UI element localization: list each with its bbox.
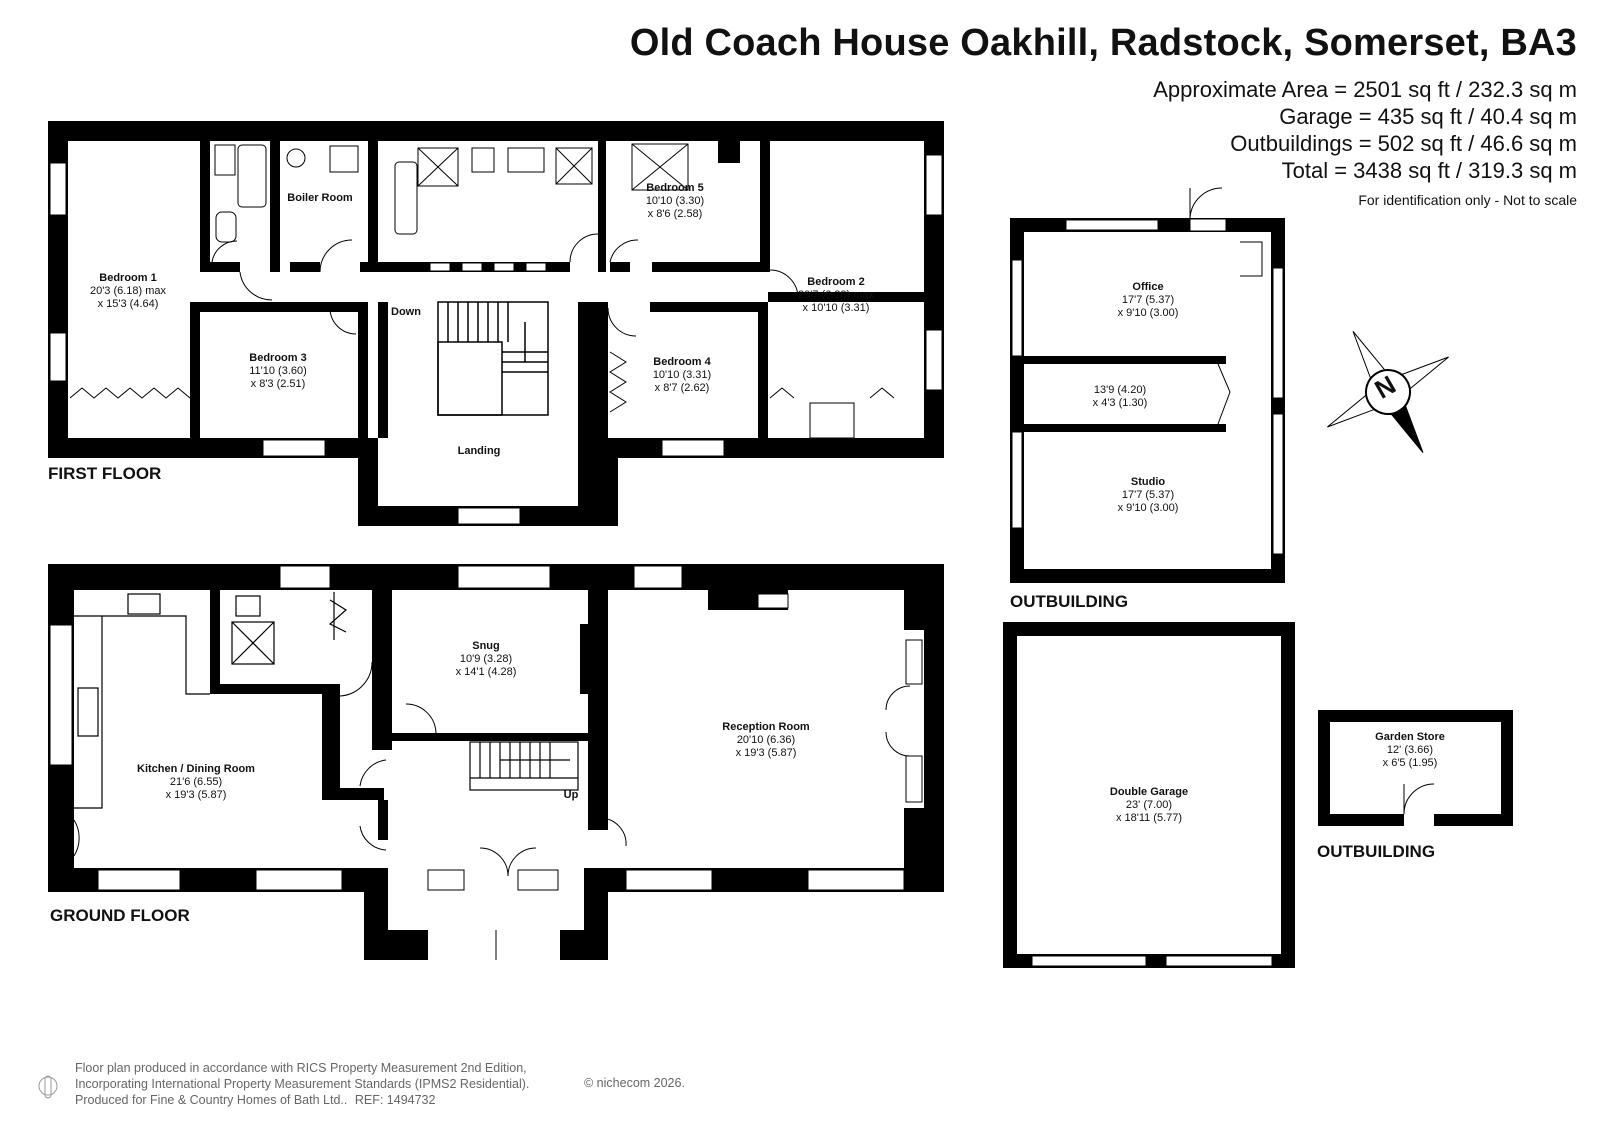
area-garage: Garage = 435 sq ft / 40.4 sq m <box>1279 104 1577 129</box>
room-office: Office 17'7 (5.37)x 9'10 (3.00) <box>1117 281 1179 319</box>
garden-store-walls <box>1318 710 1513 826</box>
first-floor-doors <box>211 233 799 337</box>
label-outbuilding-1: OUTBUILDING <box>1010 592 1129 611</box>
stairs-down-label: Down <box>391 306 421 318</box>
footer-produced-for: Produced for Fine & Country Homes of Bat… <box>75 1093 348 1107</box>
footer-line-1: Floor plan produced in accordance with R… <box>75 1061 527 1075</box>
footer-line-2: Incorporating International Property Mea… <box>75 1077 530 1091</box>
ground-floor-doors <box>73 661 911 960</box>
first-floor-stairs <box>437 301 549 416</box>
label-ground-floor: GROUND FLOOR <box>50 906 190 925</box>
room-bedroom-4: Bedroom 4 10'10 (3.31)x 8'7 (2.62) <box>652 356 712 394</box>
person-icon <box>38 1075 58 1099</box>
room-landing: Landing <box>457 445 501 457</box>
room-snug: Snug 10'9 (3.28)x 14'1 (4.28) <box>455 640 517 678</box>
area-outbuildings: Outbuildings = 502 sq ft / 46.6 sq m <box>1230 131 1577 156</box>
label-outbuilding-2: OUTBUILDING <box>1317 842 1436 861</box>
first-floor-walls <box>48 121 944 526</box>
footer-line-3: Produced for Fine & Country Homes of Bat… <box>75 1092 529 1108</box>
area-approx: Approximate Area = 2501 sq ft / 232.3 sq… <box>1153 77 1577 102</box>
room-bedroom-5: Bedroom 5 10'10 (3.30)x 8'6 (2.58) <box>645 182 705 220</box>
room-garden-store: Garden Store 12' (3.66)x 6'5 (1.95) <box>1375 731 1445 769</box>
ground-floor-stairs <box>469 741 579 791</box>
outbuilding-walls <box>1010 218 1285 583</box>
label-first-floor: FIRST FLOOR <box>48 464 162 483</box>
garden-store-door <box>1403 783 1435 826</box>
wardrobes <box>69 351 895 439</box>
room-bedroom-3: Bedroom 3 11'10 (3.60)x 8'3 (2.51) <box>249 352 307 390</box>
room-store-middle: 13'9 (4.20)x 4'3 (1.30) <box>1092 384 1148 409</box>
room-studio: Studio 17'7 (5.37)x 9'10 (3.00) <box>1117 476 1179 514</box>
garage-doors <box>1031 955 1273 967</box>
area-total: Total = 3438 sq ft / 319.3 sq m <box>1281 158 1577 183</box>
outbuilding-windows <box>1011 218 1284 555</box>
room-boiler: Boiler Room <box>287 192 353 204</box>
ground-floor-windows <box>49 565 923 891</box>
room-kitchen-dining: Kitchen / Dining Room 21'6 (6.55)x 19'3 … <box>137 763 255 801</box>
room-double-garage: Double Garage 23' (7.00)x 18'11 (5.77) <box>1109 786 1189 824</box>
kitchen-units <box>74 592 348 809</box>
outbuilding-doors <box>1189 187 1263 425</box>
area-summary: Approximate Area = 2501 sq ft / 232.3 sq… <box>1153 76 1577 184</box>
stairs-up-label: Up <box>563 789 579 801</box>
ground-floor-walls <box>48 564 944 960</box>
disclaimer: For identification only - Not to scale <box>1358 192 1577 208</box>
footer-note: Floor plan produced in accordance with R… <box>75 1060 529 1108</box>
room-reception: Reception Room 20'10 (6.36)x 19'3 (5.87) <box>722 721 810 759</box>
compass-icon <box>1327 331 1449 453</box>
footer-ref: REF: 1494732 <box>354 1093 436 1107</box>
plan-title: Old Coach House Oakhill, Radstock, Somer… <box>629 22 1577 64</box>
bathroom-fixtures <box>214 143 689 243</box>
first-floor-windows <box>49 154 943 525</box>
footer-copyright: © nichecom 2026. <box>584 1076 685 1090</box>
